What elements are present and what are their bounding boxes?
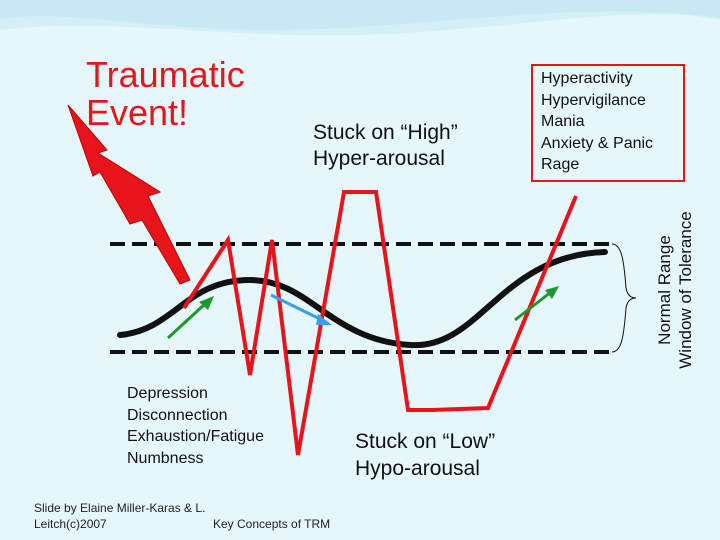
symptom-anxiety-panic: Anxiety & Panic	[541, 134, 654, 152]
arrow-up-left	[166, 296, 214, 340]
window-label-line-1: Normal Range	[655, 235, 674, 345]
credit-line-1: Slide by Elaine Miller-Karas & L.	[34, 501, 206, 515]
low-line-2: Hypo-arousal	[355, 457, 480, 480]
dysregulation-zigzag	[182, 190, 578, 456]
slide-footer: Key Concepts of TRM	[213, 517, 331, 531]
symptom-exhaustion: Exhaustion/Fatigue	[127, 428, 264, 445]
symptom-depression: Depression	[127, 385, 208, 402]
high-line-1: Stuck on “High”	[313, 121, 458, 144]
hyperarousal-symptoms-box: Hyperactivity Hypervigilance Mania Anxie…	[531, 64, 685, 182]
symptom-disconnection: Disconnection	[127, 406, 228, 424]
slide-credit: Slide by Elaine Miller-Karas & L. Leitch…	[34, 500, 254, 532]
symptom-hyperactivity: Hyperactivity	[541, 70, 633, 87]
window-of-tolerance-label: Normal Range Window of Tolerance	[654, 160, 698, 420]
symptom-rage: Rage	[541, 156, 580, 173]
symptom-hypervigilance: Hypervigilance	[541, 91, 646, 109]
arrow-up-right	[514, 286, 559, 322]
credit-line-2: Leitch(c)2007	[34, 517, 107, 531]
hypoarousal-symptoms: Depression Disconnection Exhaustion/Fati…	[127, 383, 307, 469]
hypoarousal-label: Stuck on “Low” Hypo-arousal	[355, 428, 575, 482]
traumatic-event-title: Traumatic Event!	[86, 56, 316, 132]
title-line-1: Traumatic	[86, 54, 245, 95]
high-line-2: Hyper-arousal	[313, 147, 445, 170]
bracket-icon	[611, 243, 637, 353]
low-line-1: Stuck on “Low”	[355, 430, 496, 453]
symptom-mania: Mania	[541, 113, 585, 130]
window-label-line-2: Window of Tolerance	[676, 211, 695, 369]
lightning-bolt-icon	[67, 104, 191, 285]
hyperarousal-label: Stuck on “High” Hyper-arousal	[313, 120, 533, 172]
symptom-numbness: Numbness	[127, 449, 204, 467]
title-line-2: Event!	[86, 92, 189, 133]
arrow-down	[270, 293, 332, 325]
